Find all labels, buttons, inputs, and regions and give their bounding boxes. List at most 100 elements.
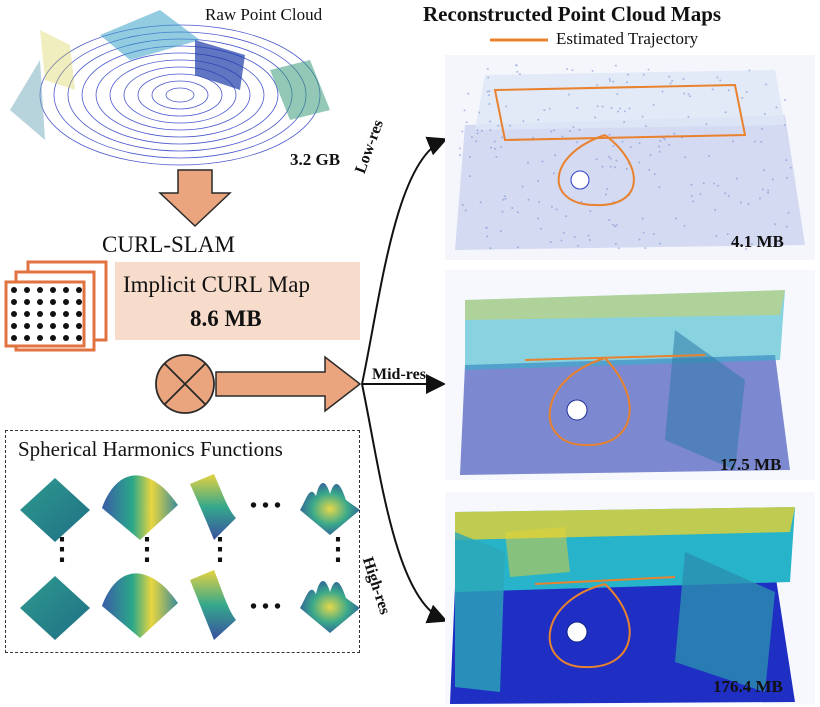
map-point — [615, 159, 618, 162]
map-point — [644, 247, 647, 250]
map-point — [560, 239, 563, 242]
grid-dot — [76, 287, 82, 293]
map-point — [601, 105, 604, 108]
grid-dot — [76, 299, 82, 305]
grid-dot — [50, 311, 56, 317]
down-arrow — [158, 169, 232, 228]
map-point — [628, 107, 631, 110]
map-point — [489, 247, 492, 250]
map-point — [572, 126, 575, 129]
trajectory-legend-label: Estimated Trajectory — [556, 29, 699, 48]
map-point — [745, 90, 748, 93]
map-point — [588, 239, 591, 242]
map-point — [516, 211, 519, 214]
map-point — [596, 84, 599, 87]
map-point — [501, 136, 504, 139]
map-point — [596, 105, 599, 108]
map-point — [775, 106, 778, 109]
map-point — [741, 97, 744, 100]
map-point — [702, 182, 705, 185]
map-point — [638, 161, 641, 164]
map-point — [576, 141, 579, 144]
map-point — [549, 240, 552, 243]
grid-dot — [76, 311, 82, 317]
map-point — [658, 145, 661, 148]
map-point — [550, 130, 553, 133]
grid-dot — [37, 287, 43, 293]
map-point — [692, 200, 695, 203]
map-point — [537, 217, 540, 220]
map-point — [554, 154, 557, 157]
map-point — [488, 102, 491, 105]
map-point — [699, 193, 702, 196]
map-point — [501, 210, 504, 213]
map-point — [763, 169, 766, 172]
map-point — [789, 166, 792, 169]
map-point — [614, 242, 617, 245]
grid-dot — [63, 323, 69, 329]
sh-surface-flat-1 — [20, 478, 90, 542]
scan-ring — [81, 45, 279, 145]
map-point — [726, 233, 729, 236]
scan-ring — [95, 52, 265, 138]
sh-vdots-col3: ⋮ — [205, 533, 235, 566]
sh-functions-box — [5, 430, 360, 653]
map-point — [470, 135, 473, 138]
scan-ring — [53, 31, 307, 159]
map-point — [760, 140, 763, 143]
map-point — [489, 129, 492, 132]
map-point — [499, 230, 502, 233]
map-point — [717, 184, 720, 187]
map-point — [562, 231, 565, 234]
grid-dot — [37, 299, 43, 305]
map-point — [771, 178, 774, 181]
grid-dot — [63, 335, 69, 341]
scan-ring — [137, 73, 223, 117]
map-point — [494, 147, 497, 150]
grid-dot — [24, 323, 30, 329]
map-point — [683, 92, 686, 95]
grid-dot — [24, 299, 30, 305]
map-point — [731, 140, 734, 143]
map-point — [649, 154, 652, 157]
grid-dot — [37, 323, 43, 329]
map-point — [705, 123, 708, 126]
map-point — [566, 67, 569, 70]
map-point — [459, 147, 462, 150]
map-point — [552, 172, 555, 175]
map-point — [604, 193, 607, 196]
grid-dot — [50, 299, 56, 305]
grid-dot — [11, 311, 17, 317]
map-point — [739, 201, 742, 204]
map-point — [476, 132, 479, 135]
grid-dot — [11, 287, 17, 293]
map-point — [609, 157, 612, 160]
map-point — [687, 115, 690, 118]
grid-dot — [11, 299, 17, 305]
map-point — [587, 234, 590, 237]
sh-surface-slope-1 — [190, 474, 236, 540]
map-point — [617, 110, 620, 113]
branch-label-mid: Mid-res — [372, 366, 426, 383]
map-point — [629, 146, 632, 149]
grid-dot — [63, 311, 69, 317]
sh-surface-flat-2 — [20, 576, 90, 640]
map-point — [787, 211, 790, 214]
mid-res-map-image — [445, 270, 815, 480]
map-point — [623, 121, 626, 124]
map-point — [488, 90, 491, 93]
map-point — [745, 248, 748, 251]
map-point — [690, 194, 693, 197]
map-point — [608, 77, 611, 80]
map-point — [468, 155, 471, 158]
map-point — [463, 109, 466, 112]
map-point — [623, 110, 626, 113]
high-res-size: 176.4 MB — [713, 677, 783, 696]
map-point — [571, 69, 574, 72]
curl-map-box — [115, 262, 360, 340]
map-point — [608, 219, 611, 222]
maps-title: Reconstructed Point Cloud Maps — [423, 2, 722, 26]
map-point — [668, 75, 671, 78]
map-point — [461, 130, 464, 133]
